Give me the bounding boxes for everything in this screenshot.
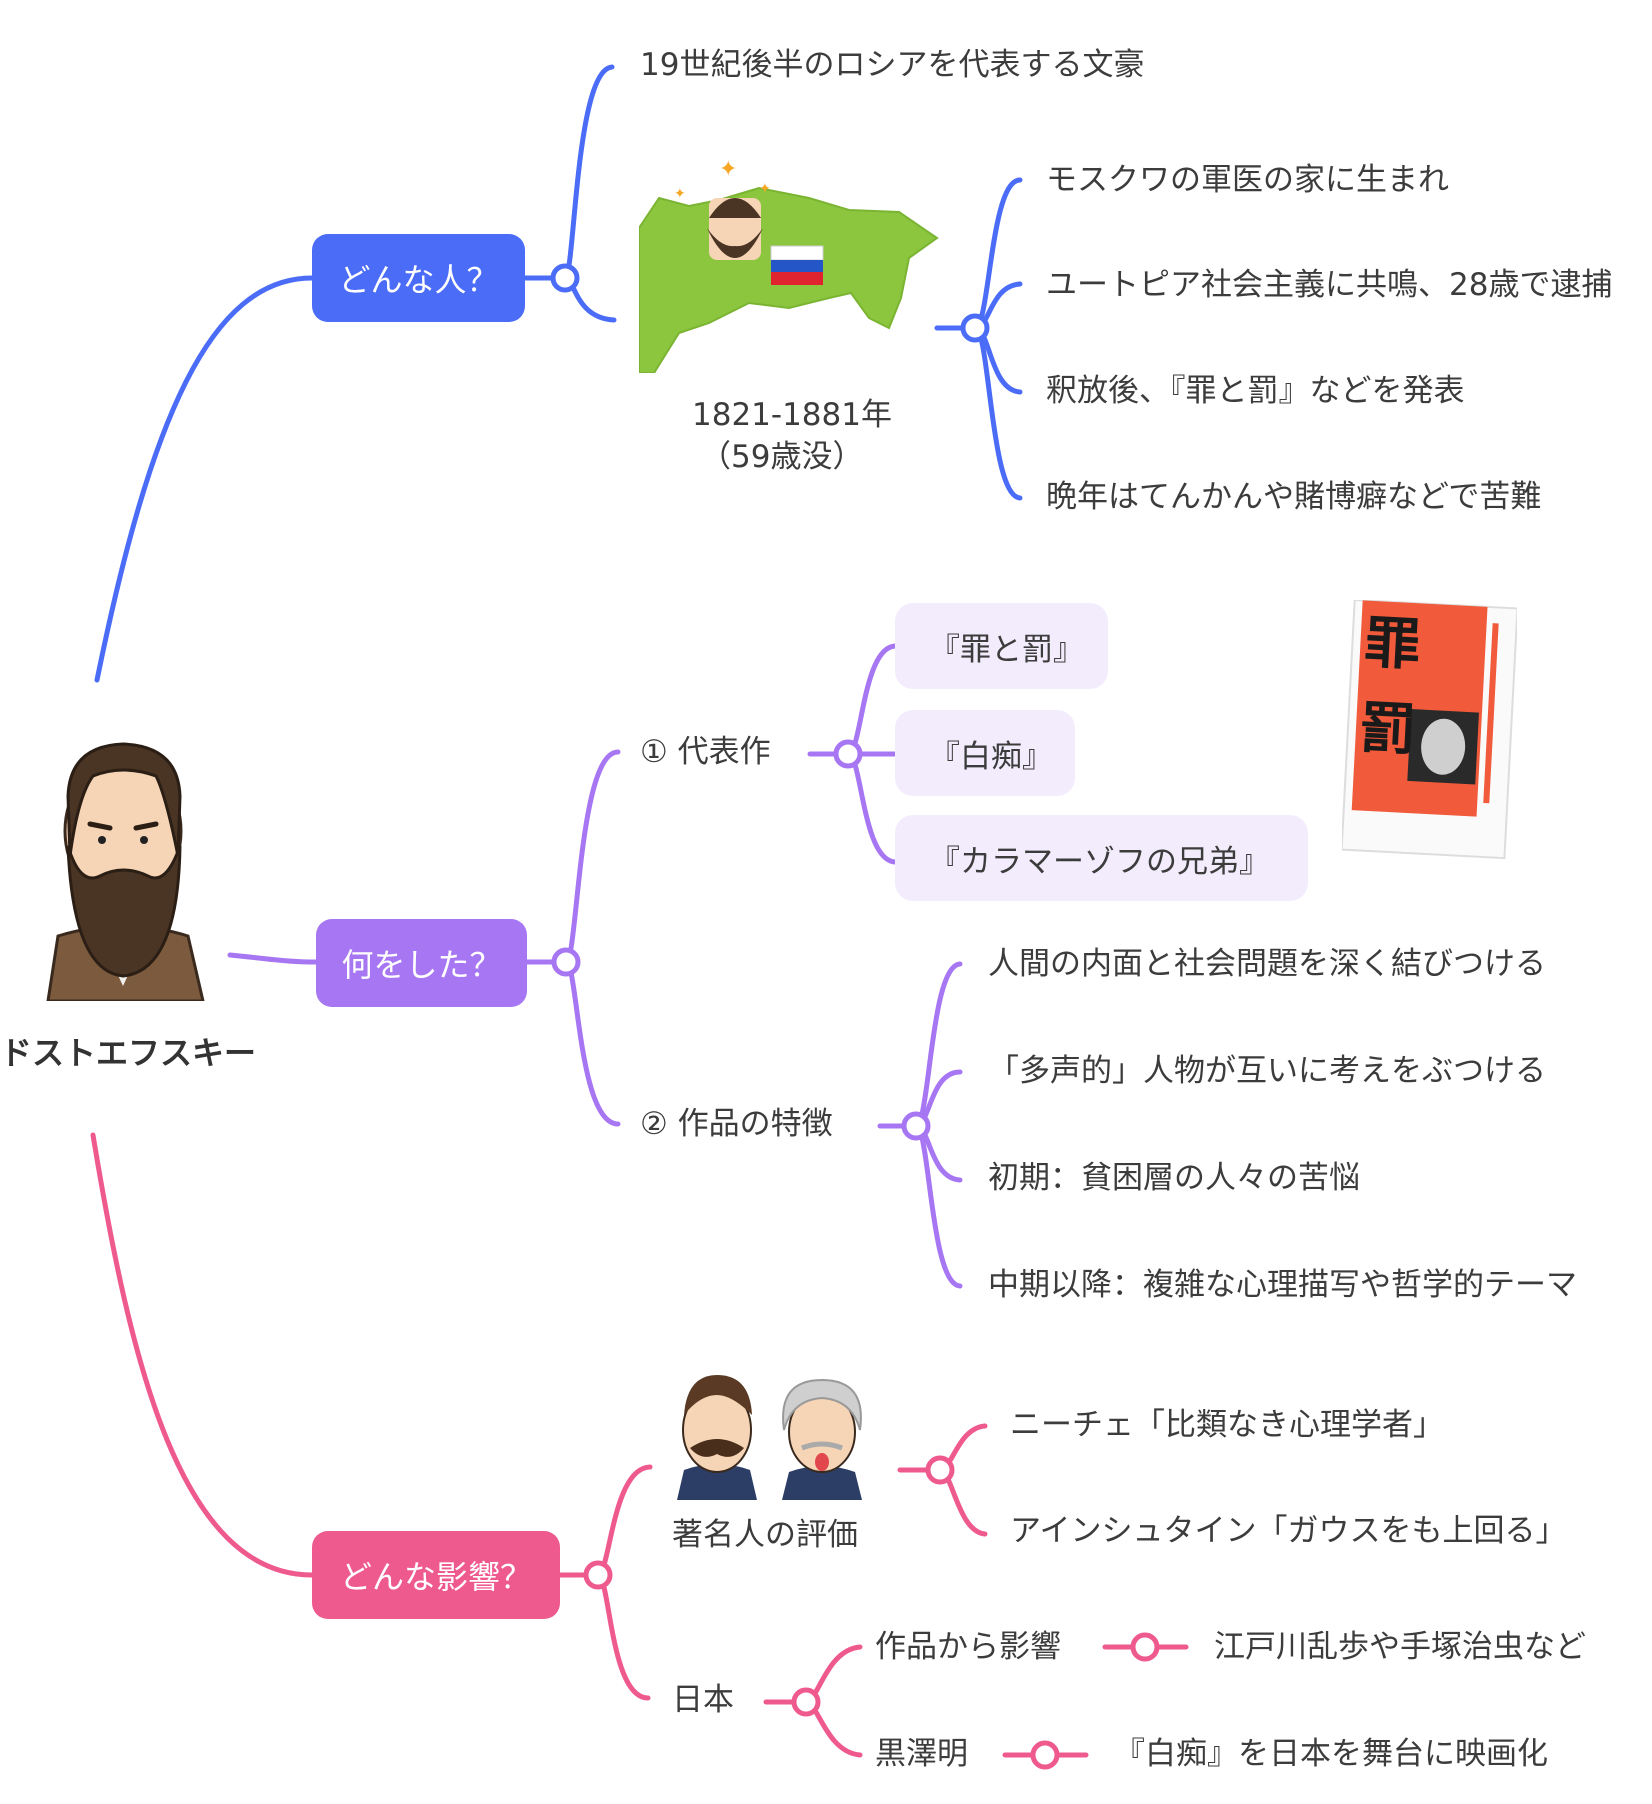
branch-influence-pill[interactable]: どんな影響？ [312, 1531, 560, 1619]
who-item: モスクワの軍医の家に生まれ [1046, 162, 1449, 198]
who-item: 釈放後、『罪と罰』などを発表 [1046, 373, 1465, 409]
japan-item-label: 黒澤明 [875, 1736, 968, 1772]
who-item: 晩年はてんかんや賭博癖などで苦難 [1046, 479, 1542, 515]
node-pink-3 [791, 1687, 821, 1717]
dostoevsky-portrait-icon [46, 742, 205, 1001]
node-pink-5 [1030, 1740, 1060, 1770]
node-purple-3 [901, 1111, 931, 1141]
japan-label: 日本 [672, 1682, 734, 1718]
svg-text:✦: ✦ [674, 186, 686, 202]
works-label: ① 代表作 [640, 734, 771, 770]
svg-text:✦: ✦ [719, 158, 737, 182]
who-description: 19世紀後半のロシアを代表する文豪 [640, 47, 1145, 83]
famous-quote: アインシュタイン「ガウスをも上回る」 [1010, 1513, 1567, 1549]
crime-and-punishment-book-icon: 罪 罰 [1342, 600, 1517, 860]
branch-who-pill[interactable]: どんな人？ [312, 234, 525, 322]
features-label: ② 作品の特徴 [640, 1106, 833, 1142]
japan-item-detail: 江戸川乱歩や手塚治虫など [1214, 1629, 1586, 1665]
connector-root-blue [94, 275, 315, 683]
feature-item: 人間の内面と社会問題を深く結びつける [988, 946, 1546, 982]
work-item: 『白痴』 [895, 710, 1075, 796]
node-purple-2 [833, 739, 863, 769]
work-item: 『罪と罰』 [895, 603, 1108, 689]
svg-text:罰: 罰 [1358, 695, 1417, 763]
who-item: ユートピア社会主義に共鳴、28歳で逮捕 [1046, 267, 1613, 303]
japan-item-label: 作品から影響 [875, 1629, 1061, 1665]
svg-text:✦: ✦ [759, 181, 771, 197]
lifespan-age: （59歳没） [700, 439, 864, 475]
connector-root-purple [227, 952, 319, 965]
node-blue-1 [550, 263, 580, 293]
connector-root-pink [90, 1132, 315, 1578]
node-pink-4 [1130, 1632, 1160, 1662]
russia-map-icon: ✦ ✦ ✦ [639, 158, 939, 373]
work-item: 『カラマーゾフの兄弟』 [895, 815, 1308, 901]
node-pink-1 [583, 1560, 613, 1590]
nietzsche-einstein-icon [677, 1375, 862, 1500]
node-purple-1 [551, 947, 581, 977]
node-blue-2 [960, 313, 990, 343]
lifespan-years: 1821-1881年 [692, 397, 892, 433]
feature-item: 「多声的」人物が互いに考えをぶつける [988, 1053, 1546, 1089]
node-pink-2 [925, 1455, 955, 1485]
feature-item: 初期：貧困層の人々の苦悩 [988, 1160, 1360, 1196]
famous-label: 著名人の評価 [672, 1517, 858, 1553]
branch-what-pill[interactable]: 何をした？ [316, 919, 527, 1007]
connector-blue-desc [562, 64, 615, 281]
book-title: 罪 [1363, 611, 1422, 679]
feature-item: 中期以降：複雑な心理描写や哲学的テーマ [988, 1267, 1577, 1303]
japan-item-detail: 『白痴』を日本を舞台に映画化 [1114, 1736, 1548, 1772]
root-label: ドストエフスキー [0, 1034, 257, 1072]
famous-quote: ニーチェ「比類なき心理学者」 [1010, 1407, 1444, 1443]
